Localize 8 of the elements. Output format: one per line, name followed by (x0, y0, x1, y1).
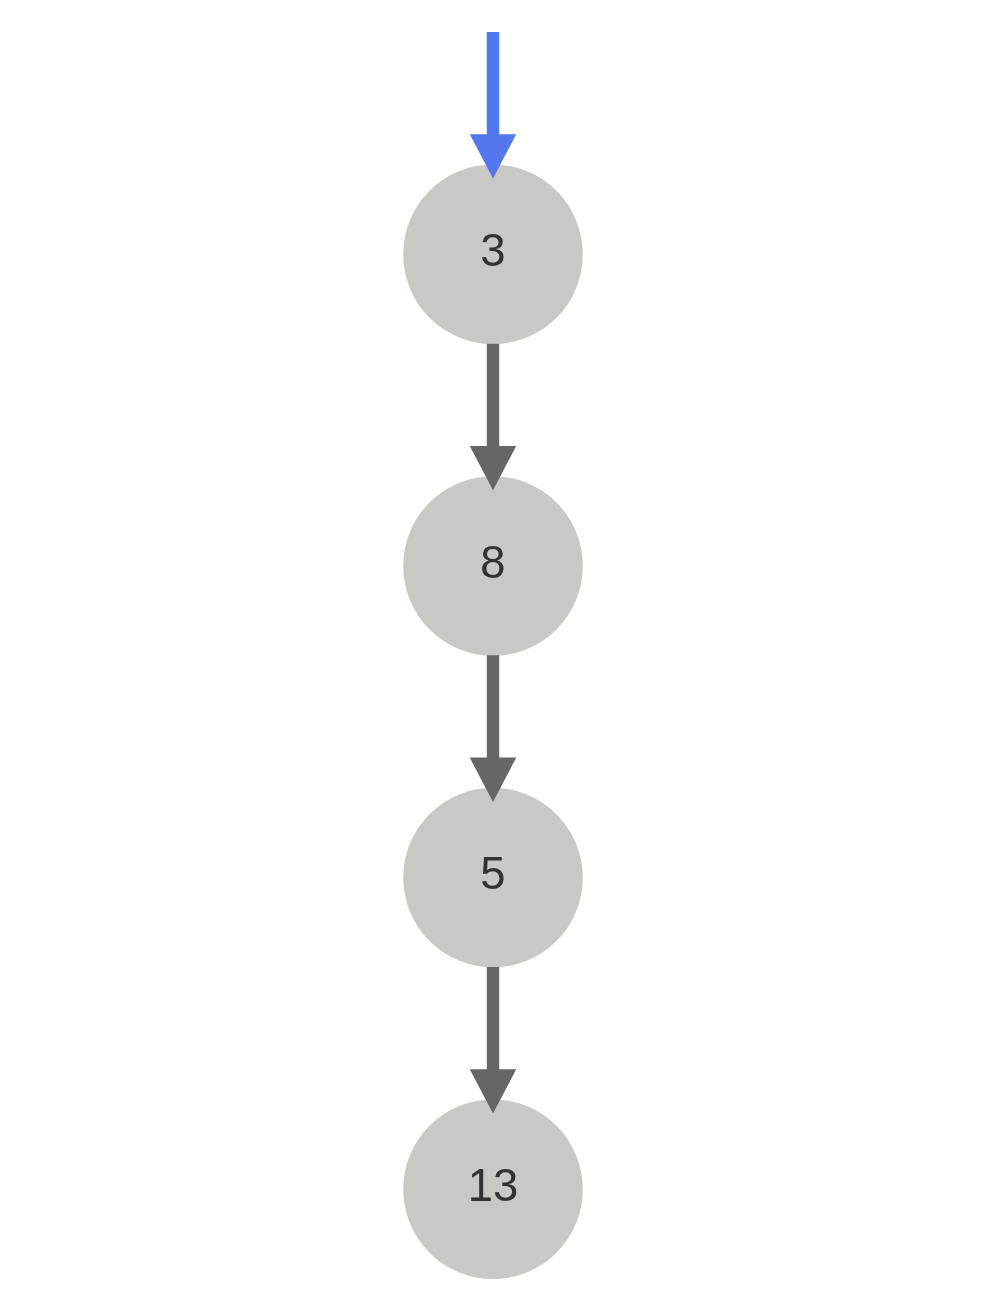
node-circle: 8 (402, 476, 583, 656)
node-circle: 3 (402, 164, 583, 345)
arrow (469, 655, 516, 802)
arrow (469, 343, 516, 491)
node-circle: 13 (402, 1099, 583, 1280)
node-circle: 5 (402, 787, 583, 968)
arrow (469, 967, 516, 1114)
arrow (469, 31, 516, 179)
